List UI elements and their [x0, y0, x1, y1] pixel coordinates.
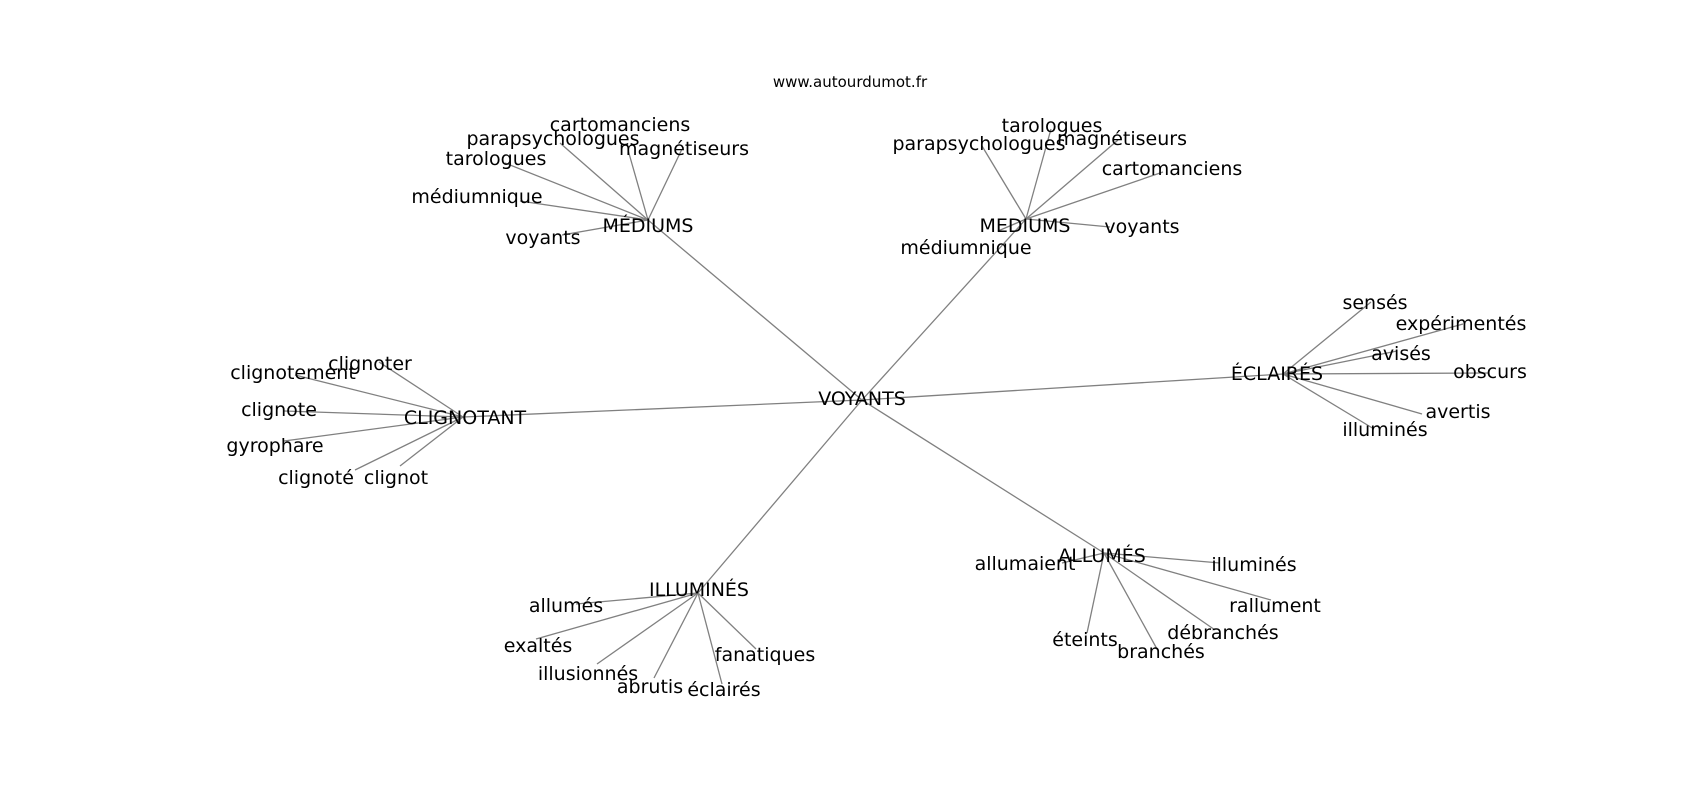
edge-group-to-word	[1282, 301, 1372, 375]
group-node: ÉCLAIRÉS	[1231, 362, 1323, 385]
word-node: avertis	[1425, 401, 1490, 423]
edge-group-to-word	[283, 416, 464, 442]
center-node: VOYANTS	[818, 388, 906, 410]
edge-group-to-word	[653, 592, 699, 679]
edge-group-to-word	[1282, 373, 1423, 415]
word-node: clignotement	[230, 362, 356, 384]
edge-group-to-word	[1282, 372, 1490, 375]
edge-group-to-word	[1086, 552, 1105, 634]
word-node: médiumnique	[411, 186, 542, 208]
word-node: débranchés	[1167, 622, 1278, 644]
graph-edges	[283, 128, 1490, 685]
word-node: fanatiques	[715, 644, 815, 666]
word-node: illusionnés	[538, 663, 638, 685]
word-node: parapsychologues	[892, 133, 1065, 155]
word-node: allumés	[529, 595, 603, 617]
edge-group-to-word	[1103, 552, 1272, 601]
word-node: magnétiseurs	[1057, 128, 1187, 150]
graph-labels: www.autourdumot.fr VOYANTS MÉDIUMS cartoma…	[226, 73, 1526, 701]
edge-center-to-group	[861, 399, 1105, 554]
edge-group-to-word	[1103, 552, 1216, 631]
edge-group-to-word	[535, 592, 699, 640]
group-node: MÉDIUMS	[603, 214, 694, 237]
word-node: avisés	[1371, 343, 1431, 365]
edge-group-to-word	[697, 592, 723, 685]
edge-group-to-word	[294, 374, 464, 418]
edge-group-to-word	[1103, 552, 1158, 650]
edge-group-to-word	[1282, 373, 1375, 430]
edge-group-to-word	[647, 148, 683, 221]
edge-group-to-word	[997, 218, 1027, 232]
word-node: gyrophare	[226, 435, 323, 457]
edge-group-to-word	[1103, 552, 1221, 564]
edge-group-to-word	[559, 142, 649, 221]
word-node: illuminés	[1342, 419, 1427, 441]
word-node: clignoter	[328, 353, 412, 375]
edge-center-to-group	[697, 399, 863, 594]
edge-group-to-word	[378, 361, 464, 418]
group-node: MEDIUMS	[980, 215, 1071, 237]
edge-center-to-group	[647, 219, 863, 401]
word-node: rallument	[1229, 595, 1321, 617]
group-node: CLIGNOTANT	[404, 407, 527, 429]
word-node: obscurs	[1453, 361, 1527, 383]
word-node: abrutis	[617, 676, 683, 698]
word-node: clignote	[241, 399, 317, 421]
word-node: tarologues	[1002, 115, 1103, 137]
word-node: expérimentés	[1396, 313, 1527, 335]
word-node: cartomanciens	[1102, 158, 1243, 180]
edge-center-to-group	[462, 399, 863, 418]
word-node: médiumnique	[900, 237, 1031, 259]
word-node: éteints	[1052, 629, 1118, 651]
word-node: clignoté	[278, 467, 354, 489]
word-node: tarologues	[446, 148, 547, 170]
edge-group-to-word	[981, 145, 1027, 220]
edge-group-to-word	[504, 162, 649, 221]
edge-group-to-word	[697, 592, 757, 650]
word-node: allumaient	[975, 553, 1076, 575]
source-url: www.autourdumot.fr	[773, 73, 928, 91]
word-node: parapsychologues	[466, 128, 639, 150]
word-node: illuminés	[1211, 554, 1296, 576]
word-node: exaltés	[504, 635, 573, 657]
edge-group-to-word	[399, 416, 464, 467]
edge-group-to-word	[1061, 552, 1105, 564]
edge-group-to-word	[1025, 128, 1052, 220]
edge-center-to-group	[861, 373, 1284, 401]
edge-group-to-word	[283, 410, 464, 418]
edge-group-to-word	[354, 416, 464, 471]
group-node: ALLUMÉS	[1058, 544, 1146, 567]
edge-group-to-word	[575, 592, 699, 605]
edge-group-to-word	[627, 149, 649, 221]
edge-group-to-word	[1282, 323, 1464, 375]
word-node: éclairés	[687, 679, 760, 701]
word-node: voyants	[1104, 216, 1179, 238]
word-node: voyants	[505, 227, 580, 249]
edge-center-to-group	[861, 218, 1027, 401]
word-node: branchés	[1117, 641, 1205, 663]
group-node: ILLUMINÉS	[649, 578, 749, 601]
edge-group-to-word	[1025, 171, 1164, 220]
edge-group-to-word	[1025, 139, 1119, 220]
word-node: magnétiseurs	[619, 138, 749, 160]
word-node: sensés	[1342, 292, 1407, 314]
edge-group-to-word	[1282, 350, 1398, 375]
edge-group-to-word	[519, 200, 649, 221]
edge-group-to-word	[596, 592, 699, 665]
word-node: clignot	[364, 467, 428, 489]
edge-group-to-word	[1025, 218, 1111, 228]
word-node: cartomanciens	[550, 114, 691, 136]
edge-group-to-word	[561, 219, 649, 236]
